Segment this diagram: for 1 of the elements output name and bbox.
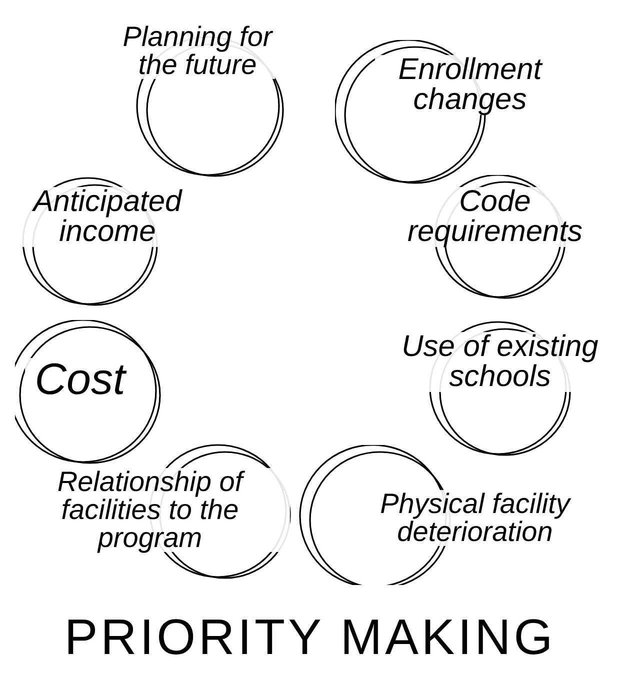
diagram-title: PRIORITY MAKING xyxy=(63,608,557,666)
